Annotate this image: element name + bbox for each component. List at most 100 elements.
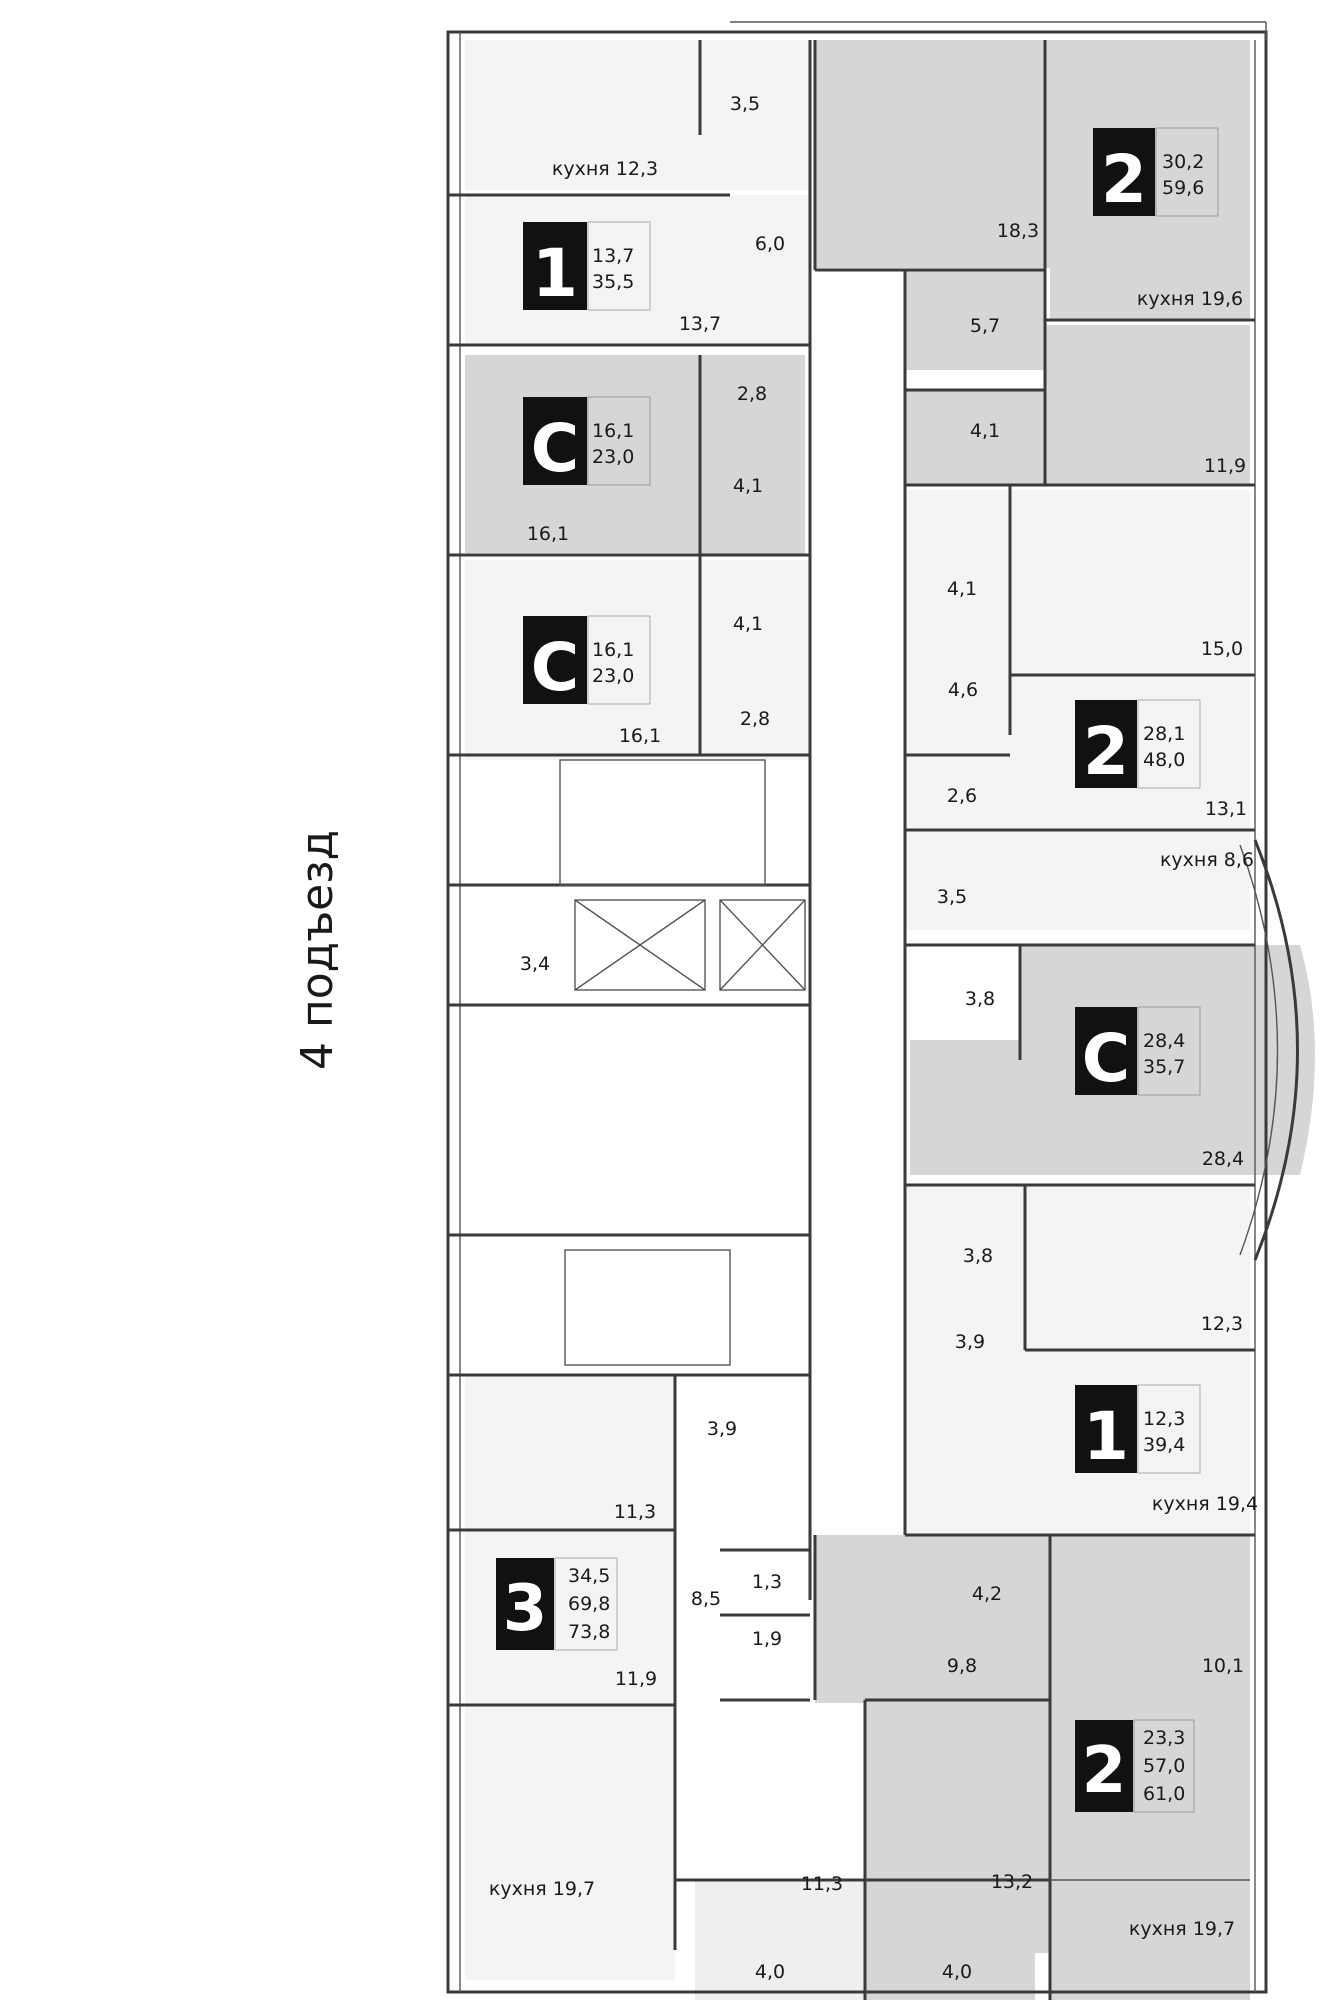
room-label: 11,3 — [614, 1501, 656, 1523]
storage-left — [695, 1880, 865, 2000]
apartment-badge: 2 28,1 48,0 — [1075, 699, 1201, 790]
room-label: 6,0 — [755, 233, 785, 255]
room-label: кухня 19,7 — [1129, 1918, 1235, 1940]
room-label: 4,6 — [948, 679, 978, 701]
room-labels: кухня 12,3 3,5 6,0 13,7 2,8 4,1 16,1 4,1… — [489, 93, 1258, 1983]
apartment-area: 12,3 — [1143, 1408, 1185, 1430]
room-label: 3,9 — [955, 1331, 985, 1353]
apt2-top-bath — [905, 390, 1045, 485]
studio-lower-room — [465, 560, 810, 760]
bay-window-arc-inner — [1239, 844, 1279, 1256]
studio-upper-bath — [700, 355, 805, 555]
apartment-area: 28,4 — [1143, 1030, 1185, 1052]
room-label: 4,1 — [733, 475, 763, 497]
apartment-area: 48,0 — [1143, 749, 1185, 771]
apt2-bottom-storage — [865, 1880, 1035, 2000]
apartment-area: 16,1 — [592, 420, 634, 442]
room-label: 3,8 — [963, 1245, 993, 1267]
room-label: 13,2 — [991, 1871, 1033, 1893]
room-label: кухня 19,6 — [1137, 288, 1243, 310]
apartment-type: С — [531, 410, 579, 487]
apartment-type: 1 — [532, 235, 578, 312]
apartment-badge: 3 34,5 69,8 73,8 — [496, 1557, 618, 1651]
bay-window-arc — [1253, 839, 1299, 1261]
room-label: 16,1 — [619, 725, 661, 747]
apartment-type: 2 — [1082, 1734, 1127, 1808]
studio-right-room — [1020, 945, 1315, 1175]
apartment-badge: 2 23,3 57,0 61,0 — [1075, 1719, 1195, 1813]
elevator-1-x2 — [574, 899, 706, 991]
core — [559, 759, 806, 1366]
room-label: 8,5 — [691, 1588, 721, 1610]
apt1-kitchen — [465, 40, 810, 190]
room-label: 3,8 — [965, 988, 995, 1010]
room-label: 13,7 — [679, 313, 721, 335]
apartment-badge: 1 13,7 35,5 — [523, 221, 651, 312]
room-label: 2,6 — [947, 785, 977, 807]
apt3-rooms — [465, 1375, 675, 1705]
room-label: 13,1 — [1205, 798, 1247, 820]
studio-right-kitchen — [910, 1040, 1020, 1175]
apartment-badge: С 16,1 23,0 — [523, 615, 651, 706]
apartment-type: 3 — [503, 1572, 548, 1646]
apartment-area: 69,8 — [568, 1593, 610, 1615]
room-label: 9,8 — [947, 1655, 977, 1677]
room-label: 4,0 — [942, 1961, 972, 1983]
interior-walls-left — [448, 40, 812, 1950]
apt3-kitchen — [465, 1705, 675, 1980]
apartment-area: 59,6 — [1162, 177, 1204, 199]
elevator-1 — [574, 899, 706, 991]
room-label: 3,5 — [937, 886, 967, 908]
interior-walls-right — [675, 40, 1255, 2000]
apartment-type: С — [1082, 1020, 1130, 1097]
room-label: 4,0 — [755, 1961, 785, 1983]
room-label: кухня 8,6 — [1160, 849, 1254, 871]
room-label: 18,3 — [997, 220, 1039, 242]
apartment-area: 35,5 — [592, 271, 634, 293]
apartment-area: 23,0 — [592, 446, 634, 468]
room-label: 1,9 — [752, 1628, 782, 1650]
elevator-2-x2 — [719, 899, 806, 991]
entrance-label: 4 подъезд — [292, 830, 343, 1070]
apt1-room — [465, 195, 810, 345]
apartment-area: 35,7 — [1143, 1056, 1185, 1078]
room-label: кухня 19,7 — [489, 1878, 595, 1900]
apartment-area: 23,3 — [1143, 1727, 1185, 1749]
room-label: 3,9 — [707, 1418, 737, 1440]
room-label: 28,4 — [1202, 1148, 1244, 1170]
apt1-right — [905, 1185, 1250, 1535]
room-label: 11,9 — [1204, 455, 1246, 477]
room-label: 2,8 — [740, 708, 770, 730]
apartment-badges: 1 13,7 35,5 С 16,1 23,0 С 16,1 23,0 3 34… — [496, 127, 1219, 1813]
room-label: 2,8 — [737, 383, 767, 405]
apartment-type: 2 — [1083, 713, 1129, 790]
apartment-area: 16,1 — [592, 639, 634, 661]
staircase-lower — [564, 1249, 731, 1366]
room-label: 10,1 — [1202, 1655, 1244, 1677]
apartment-badge: С 16,1 23,0 — [523, 396, 651, 487]
room-label: 16,1 — [527, 523, 569, 545]
apartment-area: 23,0 — [592, 665, 634, 687]
room-label: 11,9 — [615, 1668, 657, 1690]
apt2-top-bedroom — [1045, 325, 1250, 485]
apt2-top-hall — [905, 270, 1045, 370]
room-label: 12,3 — [1201, 1313, 1243, 1335]
room-label: 11,3 — [801, 1873, 843, 1895]
room-label: 15,0 — [1201, 638, 1243, 660]
apartment-badge: 2 30,2 59,6 — [1093, 127, 1219, 218]
room-label: 5,7 — [970, 315, 1000, 337]
room-label: 4,1 — [970, 420, 1000, 442]
apartment-type: С — [531, 629, 579, 706]
apt2-bottom-hall — [815, 1535, 1250, 1703]
apartment-area: 13,7 — [592, 245, 634, 267]
apartment-area: 39,4 — [1143, 1434, 1185, 1456]
outer-walls — [446, 21, 1299, 1994]
apartment-area: 28,1 — [1143, 723, 1185, 745]
building-outline — [446, 30, 1268, 1994]
room-label: 3,4 — [520, 953, 550, 975]
apartment-area: 73,8 — [568, 1621, 610, 1643]
apartment-type: 2 — [1101, 141, 1147, 218]
elevator-2 — [719, 899, 806, 991]
room-label: 1,3 — [752, 1571, 782, 1593]
